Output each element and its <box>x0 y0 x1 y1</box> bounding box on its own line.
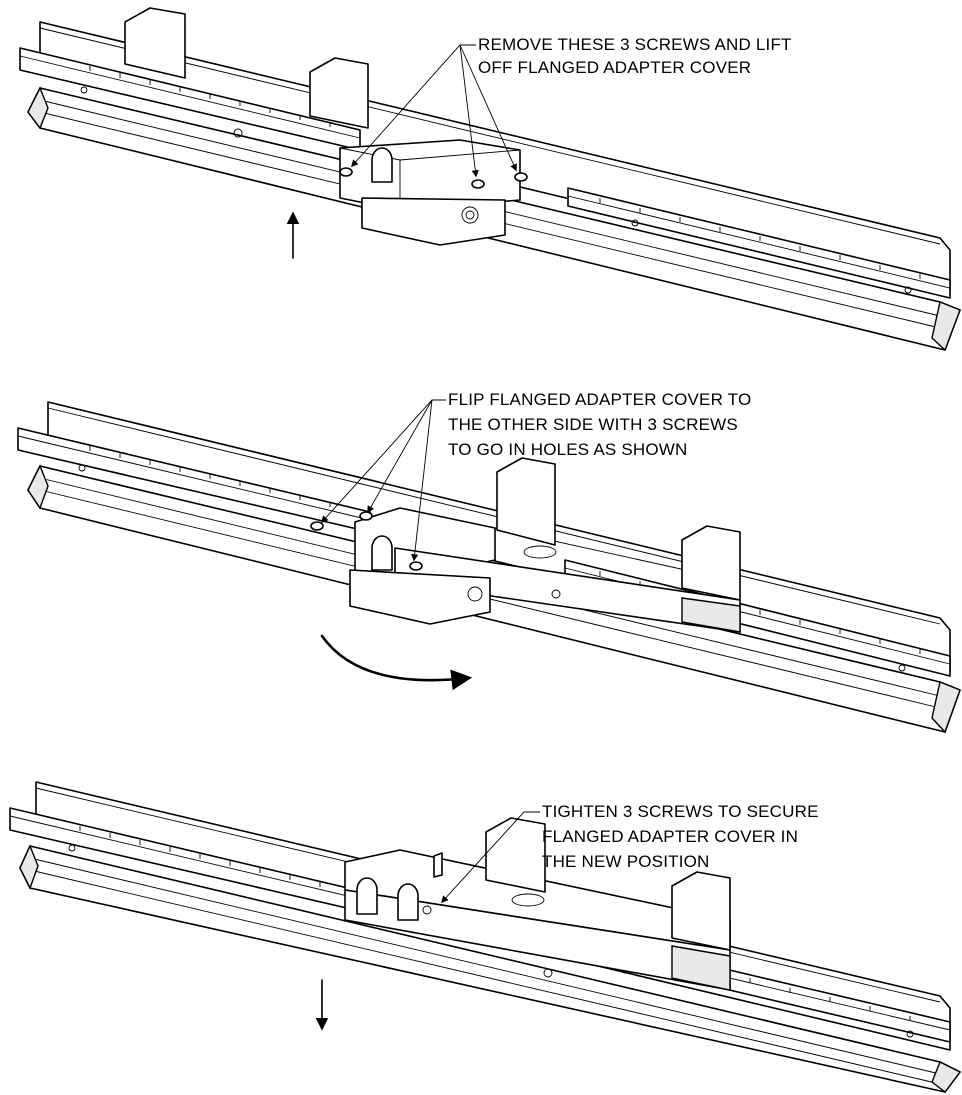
step-1-screws <box>339 167 528 189</box>
step-2-leader-lines <box>321 399 446 562</box>
step-2-rail-assembly <box>17 401 961 734</box>
curved-flip-arrow-icon <box>320 634 473 691</box>
step-2-screws <box>310 511 423 571</box>
step-1-leader-lines <box>351 44 517 178</box>
step-3-note: TIGHTEN 3 SCREWS TO SECURE FLANGED ADAPT… <box>542 802 824 871</box>
step-3-rail-assembly <box>9 781 962 1093</box>
step-1-note: REMOVE THESE 3 SCREWS AND LIFT OFF FLANG… <box>478 35 796 77</box>
step-2-flanged-adapter-cover <box>349 457 741 633</box>
step-1-rail-assembly <box>19 7 961 352</box>
step-2-diagram: FLIP FLANGED ADAPTER COVER TO THE OTHER … <box>17 390 961 734</box>
step-3-flanged-adapter-cover <box>344 817 731 991</box>
step-3-leader-line <box>441 811 540 904</box>
step-1-flanged-adapter-cover <box>339 139 521 246</box>
step-3-diagram: TIGHTEN 3 SCREWS TO SECURE FLANGED ADAPT… <box>9 781 962 1093</box>
step-1-diagram: REMOVE THESE 3 SCREWS AND LIFT OFF FLANG… <box>19 7 961 352</box>
step-2-note: FLIP FLANGED ADAPTER COVER TO THE OTHER … <box>448 390 756 459</box>
